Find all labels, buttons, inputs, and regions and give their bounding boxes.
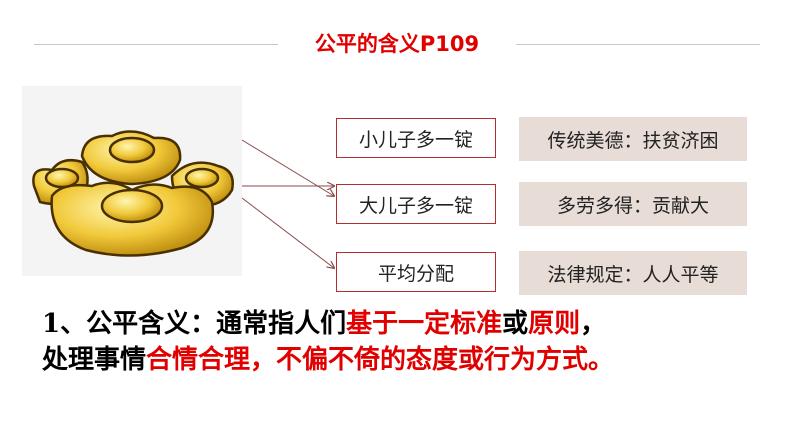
definition-text: 处理事情 — [42, 345, 147, 375]
definition-line-1: 1、公平含义：通常指人们基于一定标准或原则， — [42, 306, 782, 342]
definition-highlight: 原则 — [528, 309, 581, 339]
principle-box-virtue: 传统美德：扶贫济困 — [519, 117, 747, 161]
definition-text: 1、公平含义：通常指人们 — [42, 309, 347, 339]
definition-line-2: 处理事情合情合理，不偏不倚的态度或行为方式。 — [42, 342, 782, 378]
header-rule-left — [34, 44, 278, 45]
definition-text: ， — [580, 309, 607, 339]
header-rule-right — [516, 44, 760, 45]
gold-ingots-icon — [32, 130, 234, 257]
page-title: 公平的含义P109 — [314, 32, 480, 56]
principle-box-contribution: 多劳多得：贡献大 — [519, 182, 747, 226]
principle-box-law: 法律规定：人人平等 — [519, 251, 747, 295]
arrow-to-row3 — [241, 197, 334, 268]
definition-highlight: 基于一定标准 — [346, 309, 503, 339]
reason-box-equal-split: 平均分配 — [336, 252, 496, 292]
arrow-to-row1 — [241, 139, 334, 196]
definition-highlight: 合情合理，不偏不倚的态度或行为方式。 — [146, 345, 615, 375]
definition-text: 或 — [502, 309, 529, 339]
reason-box-small-son: 小儿子多一锭 — [336, 118, 496, 158]
gold-ingots-image — [22, 86, 242, 276]
reason-box-big-son: 大儿子多一锭 — [336, 184, 496, 224]
fairness-definition: 1、公平含义：通常指人们基于一定标准或原则， 处理事情合情合理，不偏不倚的态度或… — [42, 306, 782, 378]
